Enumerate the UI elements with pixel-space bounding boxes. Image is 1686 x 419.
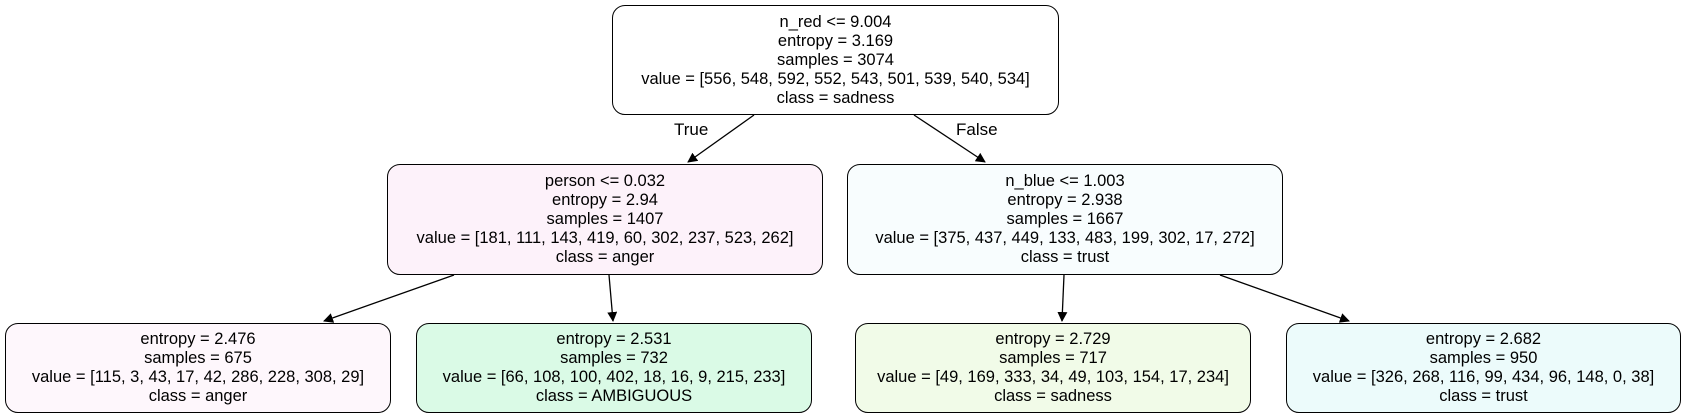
node-value: value = [49, 169, 333, 34, 49, 103, 154,… (877, 368, 1229, 386)
node-entropy: entropy = 2.938 (1007, 191, 1123, 209)
node-entropy: entropy = 2.531 (556, 330, 672, 348)
edge-root-right (913, 114, 986, 163)
node-samples: samples = 3074 (777, 50, 894, 69)
tree-node-root: n_red <= 9.004 entropy = 3.169 samples =… (612, 5, 1059, 115)
node-class: class = AMBIGUOUS (535, 387, 693, 405)
node-value: value = [66, 108, 100, 402, 18, 16, 9, 2… (442, 368, 786, 386)
node-samples: samples = 950 (1429, 349, 1538, 367)
edge-root-left (687, 114, 755, 163)
node-class: class = anger (148, 387, 248, 405)
tree-leaf-rr: entropy = 2.682 samples = 950 value = [3… (1286, 323, 1681, 413)
edge-right-rl (1057, 274, 1068, 322)
tree-leaf-ll: entropy = 2.476 samples = 675 value = [1… (5, 323, 391, 413)
tree-node-right: n_blue <= 1.003 entropy = 2.938 samples … (847, 164, 1283, 275)
node-entropy: entropy = 2.729 (995, 330, 1111, 348)
node-split: person <= 0.032 (544, 172, 666, 190)
node-value: value = [181, 111, 143, 419, 60, 302, 23… (416, 229, 794, 247)
edge-left-lr (607, 274, 618, 322)
node-samples: samples = 717 (999, 349, 1107, 367)
node-samples: samples = 675 (144, 349, 252, 367)
node-value: value = [326, 268, 116, 99, 434, 96, 148… (1312, 368, 1655, 386)
node-split: n_blue <= 1.003 (1005, 172, 1125, 190)
node-split: n_red <= 9.004 (779, 12, 892, 31)
node-class: class = sadness (776, 88, 895, 107)
node-entropy: entropy = 2.94 (552, 191, 658, 209)
node-entropy: entropy = 3.169 (777, 31, 894, 50)
tree-node-left: person <= 0.032 entropy = 2.94 samples =… (387, 164, 823, 275)
edge-right-rr (1219, 274, 1350, 323)
tree-leaf-rl: entropy = 2.729 samples = 717 value = [4… (855, 323, 1251, 413)
node-class: class = sadness (994, 387, 1112, 405)
node-class: class = anger (555, 248, 655, 266)
node-samples: samples = 732 (560, 349, 668, 367)
edge-left-ll (323, 274, 455, 323)
node-samples: samples = 1667 (1006, 210, 1124, 228)
node-samples: samples = 1407 (546, 210, 664, 228)
tree-leaf-lr: entropy = 2.531 samples = 732 value = [6… (416, 323, 812, 413)
edge-label-true: True (674, 120, 709, 139)
node-entropy: entropy = 2.682 (1425, 330, 1542, 348)
node-value: value = [375, 437, 449, 133, 483, 199, 3… (875, 229, 1255, 247)
node-entropy: entropy = 2.476 (140, 330, 256, 348)
node-class: class = trust (1439, 387, 1528, 405)
node-value: value = [556, 548, 592, 552, 543, 501, 5… (641, 69, 1030, 88)
edge-label-false: False (956, 120, 998, 139)
node-class: class = trust (1020, 248, 1110, 266)
node-value: value = [115, 3, 43, 17, 42, 286, 228, 3… (31, 368, 365, 386)
